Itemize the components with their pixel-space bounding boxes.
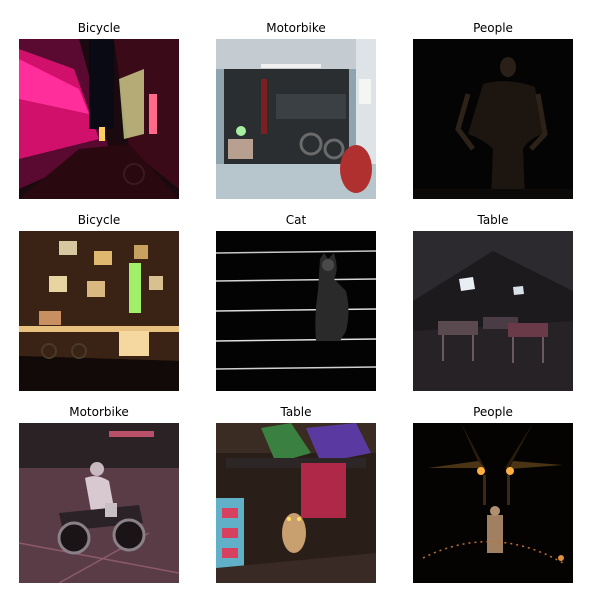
- thumbnail-image: [413, 231, 573, 391]
- cell-label: Bicycle: [77, 213, 121, 227]
- thumbnail-image: [216, 231, 376, 391]
- cell-label: Table: [280, 405, 312, 419]
- thumbnail-image: [216, 423, 376, 583]
- thumbnail-image: [413, 423, 573, 583]
- cell-label: Cat: [285, 213, 307, 227]
- thumbnail-image: [216, 39, 376, 199]
- thumbnail-image: [413, 39, 573, 199]
- cell-label: People: [473, 21, 513, 35]
- thumbnail-image: [19, 39, 179, 199]
- cell-label: Motorbike: [266, 21, 326, 35]
- thumbnail-image: [19, 231, 179, 391]
- thumbnail-image: [19, 423, 179, 583]
- cell-label: Table: [477, 213, 509, 227]
- cell-label: Motorbike: [69, 405, 129, 419]
- cell-label: People: [473, 405, 513, 419]
- cell-label: Bicycle: [77, 21, 121, 35]
